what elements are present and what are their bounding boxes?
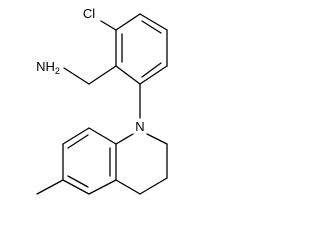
fused-benzene-ring	[62, 127, 117, 195]
bond	[115, 13, 141, 31]
amine-label: NH2	[36, 59, 60, 76]
structure-diagram: Cl NH2 N	[36, 6, 168, 195]
double-bond-inner	[67, 134, 89, 149]
double-bond-inner	[141, 20, 162, 34]
bond-ring-to-chlorine	[100, 20, 117, 31]
bond	[139, 13, 168, 31]
bond-ch2-to-amine	[63, 67, 90, 85]
ring-nitrogen-label: N	[135, 119, 144, 134]
bond	[139, 177, 168, 195]
bond-ring-to-ch2	[88, 65, 117, 85]
bond	[115, 133, 134, 145]
bond-ring-to-methyl	[36, 179, 64, 195]
amine-label-main: NH	[36, 59, 55, 74]
bond	[115, 65, 141, 85]
double-bond-inner	[141, 62, 162, 78]
double-bond-inner	[67, 175, 89, 188]
bond	[62, 179, 90, 195]
bond	[62, 127, 90, 145]
amine-label-subscript: 2	[55, 66, 60, 76]
bond	[146, 133, 168, 145]
bond	[88, 127, 117, 145]
molecule-canvas: Cl NH2 N	[0, 0, 180, 212]
upper-benzene-ring	[115, 13, 168, 85]
bond	[115, 179, 141, 195]
bond	[88, 179, 117, 195]
saturated-ring	[115, 133, 168, 195]
chlorine-label: Cl	[83, 6, 95, 21]
bond	[139, 65, 168, 85]
